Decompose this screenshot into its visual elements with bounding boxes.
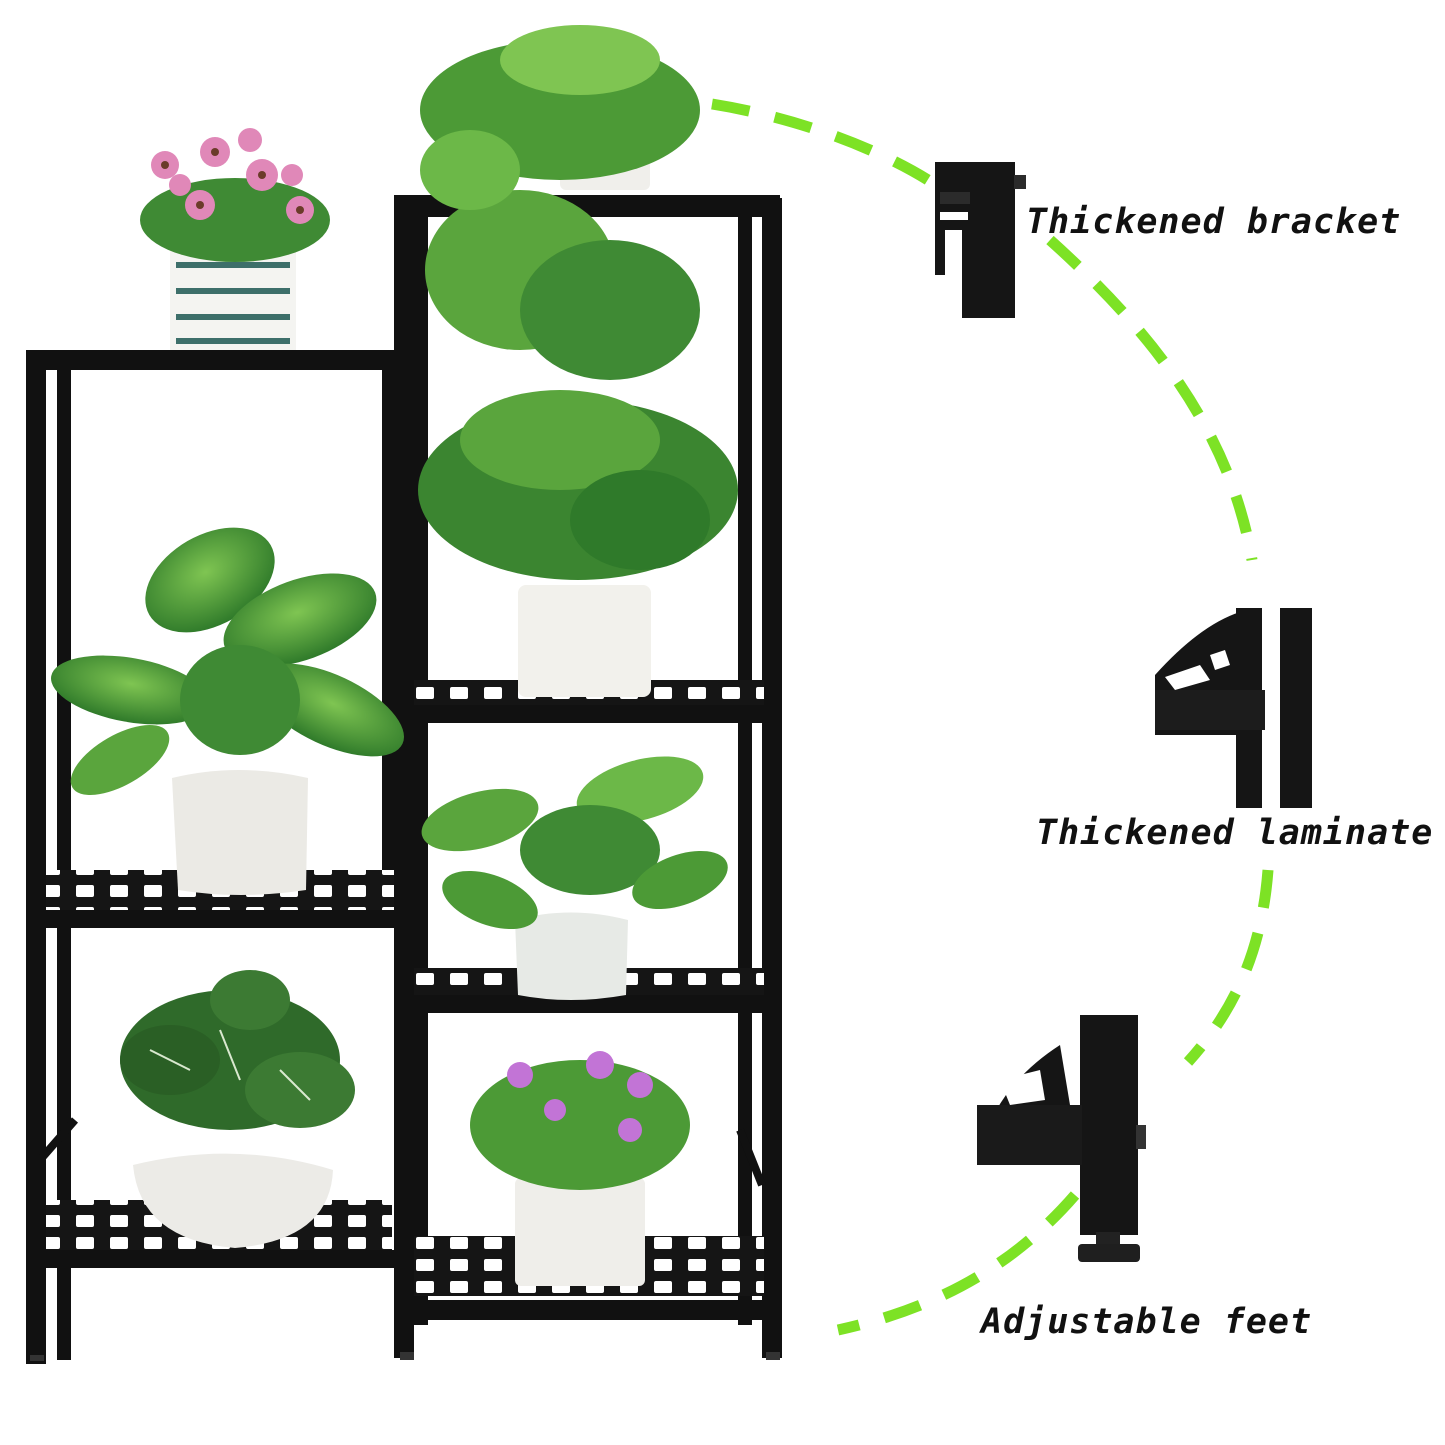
pothos-plant — [420, 25, 700, 380]
feature-label-adjustable-feet: Adjustable feet — [981, 1302, 1313, 1342]
bracket-detail — [935, 162, 1026, 318]
feature-label-thickened-laminate: Thickened laminate — [1036, 813, 1434, 853]
feet-detail — [977, 1015, 1146, 1262]
flower-pot-top-left — [140, 128, 330, 350]
flower-pot-bottom-right — [470, 1051, 690, 1286]
alocasia-plant — [120, 970, 355, 1248]
calathea-plant — [421, 756, 728, 1000]
fern-plant — [418, 390, 738, 697]
feature-label-thickened-bracket: Thickened bracket — [1026, 202, 1402, 242]
dieffenbachia-plant — [51, 527, 404, 895]
dashed-connector — [711, 98, 1274, 1336]
left-top-shelf — [26, 350, 398, 370]
laminate-detail — [1155, 608, 1312, 808]
